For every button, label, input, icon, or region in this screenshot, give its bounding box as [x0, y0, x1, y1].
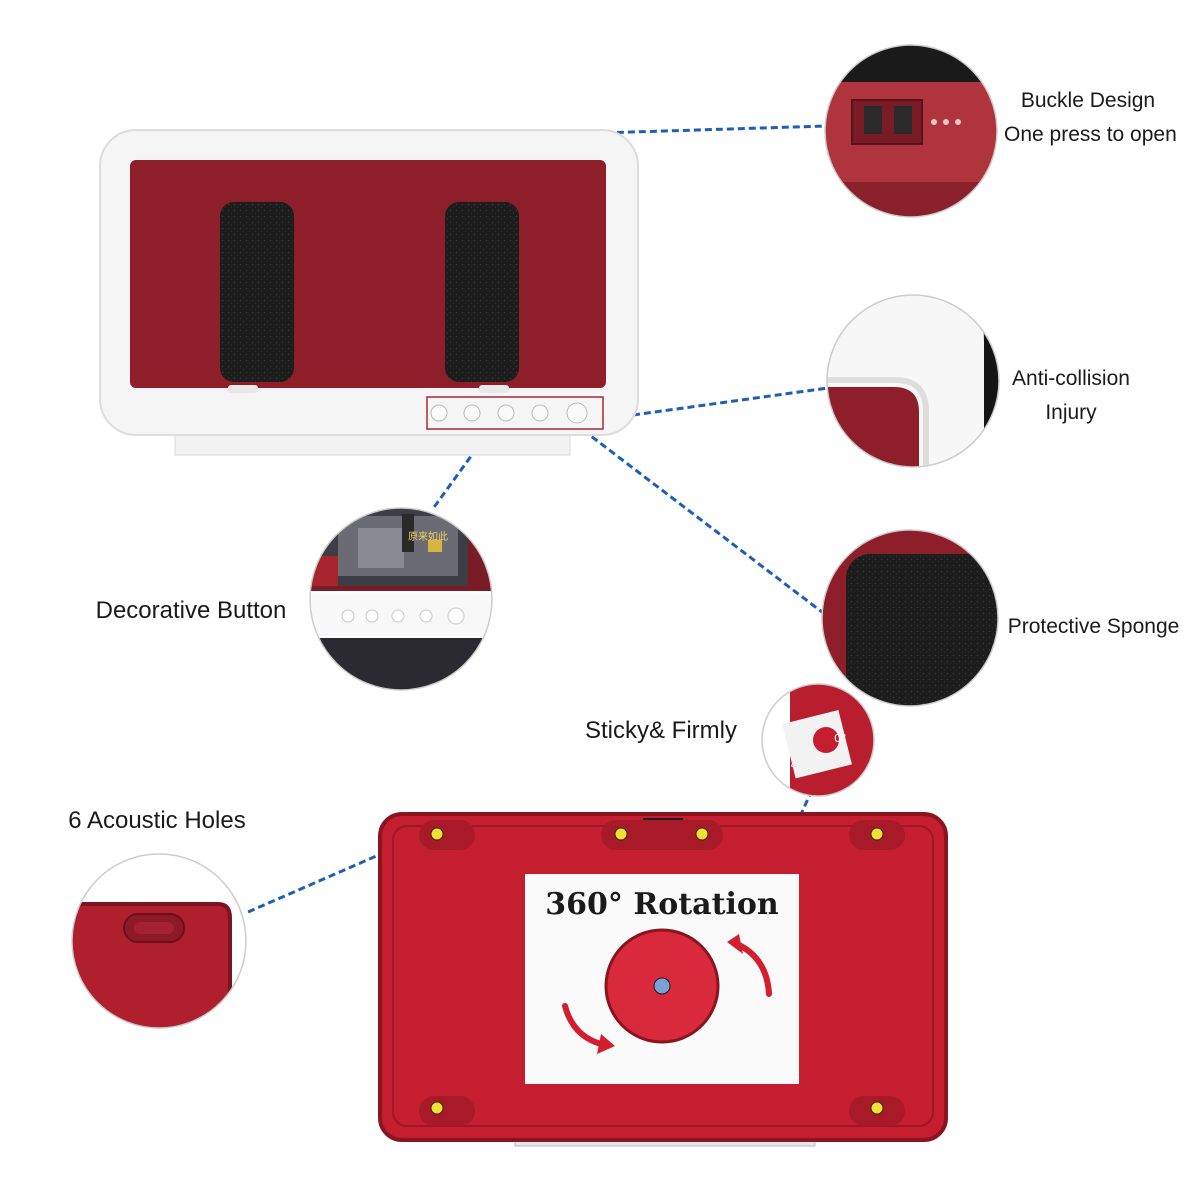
phone-screen-text: 原来如此: [408, 530, 448, 543]
buckle-label-line1: Buckle Design: [1020, 89, 1156, 112]
sticky-label: Sticky& Firmly: [585, 717, 737, 744]
rotation-label: 360° Rotation: [545, 887, 779, 922]
anticollision-label: Anti-collision Injury: [1004, 362, 1138, 430]
acoustic-label: 6 Acoustic Holes: [68, 807, 246, 834]
sponge-left: [220, 202, 294, 382]
decorative-label: Decorative Button: [95, 597, 287, 624]
dial-label-90: 90°: [776, 762, 796, 775]
acoustic-zoom-circle: [71, 853, 247, 1029]
acoustic-holes: [419, 820, 905, 1126]
anticollision-zoom-circle: [826, 294, 1000, 468]
anticollision-label-line2: Injury: [1045, 401, 1097, 424]
decorative-zoom-circle: 原来如此: [309, 507, 493, 691]
sponge-zoom-circle: [821, 529, 999, 707]
sticky-zoom-circle: 0° 90°: [761, 683, 875, 797]
buckle-label: Buckle Design One press to open: [1004, 84, 1177, 152]
anticollision-label-line1: Anti-collision: [1012, 367, 1130, 390]
sponge-right: [445, 202, 519, 382]
sponge-label: Protective Sponge: [1007, 615, 1180, 638]
holder-back-view: 360° Rotation: [378, 812, 948, 1147]
holder-front-view: [99, 129, 639, 456]
buckle-label-line2: One press to open: [1004, 123, 1177, 146]
anticollision-connector: [632, 386, 829, 417]
buckle-zoom-circle: [824, 44, 998, 218]
dial-label-0: 0°: [834, 732, 847, 745]
